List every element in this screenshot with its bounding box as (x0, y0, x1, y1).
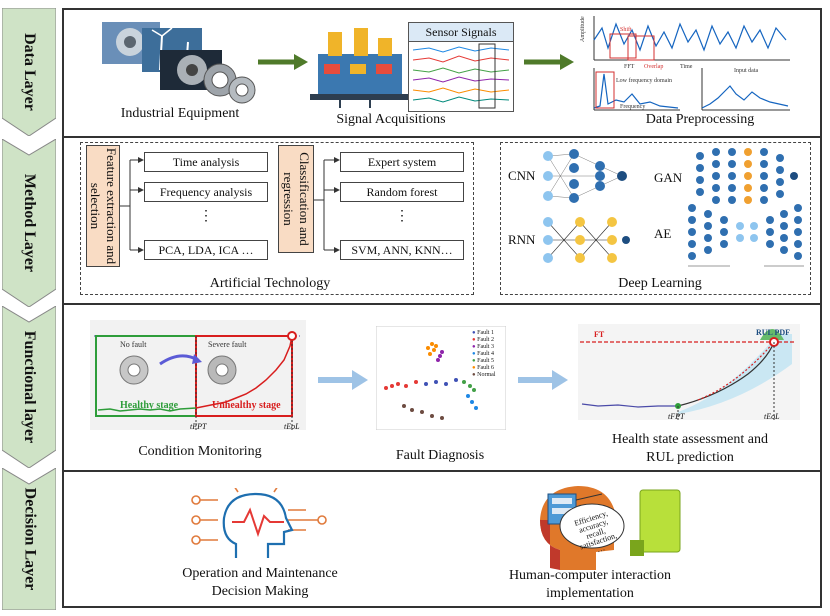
hci-caption-line1: Human-computer interaction (508, 568, 672, 583)
data-preprocessing-caption: Data Preprocessing (645, 112, 755, 127)
condition-monitoring-chart: No fault Severe fault Healthy stage Unhe… (90, 320, 306, 430)
cnn-network-diagram (543, 149, 627, 203)
sensor-signals-title: Sensor Signals (409, 23, 513, 42)
human-computer-interaction-image (540, 486, 681, 570)
separator (62, 136, 822, 138)
signal-acquisition-factory-icon (310, 28, 410, 108)
ae-label: AE (654, 226, 672, 241)
data-layer-chevron: Data Layer (2, 8, 56, 136)
rnn-network-diagram (543, 217, 630, 263)
fault-diagnosis-scatter (376, 326, 506, 430)
fault-5-label: Fault 5 (477, 358, 494, 364)
svm-ann-knn-box: SVM, ANN, KNN… (340, 240, 464, 260)
frequency-analysis-box: Frequency analysis (144, 182, 268, 202)
decision-head-icon (191, 488, 327, 558)
fft-label: FFT (624, 64, 635, 70)
normal-label: Normal (477, 372, 496, 378)
data-layer-label: Data Layer (21, 33, 39, 111)
fault-1-label: Fault 1 (477, 330, 494, 336)
shift-label: Shift (620, 26, 632, 33)
om-decision-caption-line1: Operation and Maintenance (182, 566, 338, 581)
separator (62, 303, 822, 305)
flow-arrow (318, 370, 368, 390)
severe-fault-label: Severe fault (208, 340, 247, 349)
rul-pdf-label: RUL PDF (756, 328, 790, 337)
deep-learning-group (500, 142, 811, 295)
t-fpt-label-rul: tFPT (668, 412, 685, 421)
om-decision-caption-line2: Decision Making (211, 584, 309, 599)
condition-monitoring-caption: Condition Monitoring (138, 444, 262, 459)
flow-arrow (518, 370, 568, 390)
fault-2-label: Fault 2 (477, 337, 494, 343)
classification-box: Classification and regression (278, 145, 314, 253)
no-fault-label: No fault (120, 340, 147, 349)
t-eol-label: tEoL (284, 422, 300, 431)
unhealthy-stage-label: Unhealthy stage (212, 400, 281, 411)
health-assessment-caption-line2: RUL prediction (646, 450, 734, 465)
health-assessment-caption-line1: Health state assessment and (612, 432, 768, 447)
industrial-equipment-image (102, 22, 256, 104)
overlap-label: Overlap (644, 64, 663, 70)
flow-arrow (524, 54, 574, 70)
frequency-label: Frequency (620, 104, 645, 110)
fault-3-label: Fault 3 (477, 344, 494, 350)
fault-diagnosis-caption: Fault Diagnosis (395, 448, 485, 463)
sensor-signals-panel: Sensor Signals (408, 22, 514, 112)
feature-bracket (120, 157, 144, 253)
ae-network-diagram (688, 204, 804, 267)
industrial-equipment-caption: Industrial Equipment (120, 106, 240, 121)
input-data-label: Input data (734, 68, 758, 74)
data-preprocessing-plots: Amplitude Time Shift Overlap FFT Low fre… (580, 16, 790, 111)
rnn-label: RNN (508, 232, 536, 247)
feature-extraction-box: Feature extraction and selection (86, 145, 120, 267)
method-layer-chevron: Method Layer (2, 139, 56, 307)
ellipsis: ⋮ (199, 209, 213, 224)
separator (62, 470, 822, 472)
low-frequency-label: Low frequency domain (616, 77, 672, 84)
fault-legend: ● Fault 1 ● Fault 2 ● Fault 3 ● Fault 4 … (472, 330, 496, 378)
amplitude-label: Amplitude (580, 16, 586, 42)
cnn-label: CNN (508, 168, 536, 183)
deep-learning-caption: Deep Learning (618, 276, 702, 291)
main-frame (62, 8, 822, 608)
fault-6-label: Fault 6 (477, 365, 494, 371)
hci-caption-line2: implementation (546, 586, 634, 601)
time-analysis-box: Time analysis (144, 152, 268, 172)
gan-network-diagram (696, 148, 798, 204)
fault-4-label: Fault 4 (477, 351, 494, 357)
time-label: Time (680, 64, 693, 70)
t-fpt-label: tFPT (190, 422, 207, 431)
ellipsis: ⋮ (395, 209, 409, 224)
healthy-stage-label: Healthy stage (120, 400, 179, 411)
classification-bracket (314, 157, 340, 253)
random-forest-box: Random forest (340, 182, 464, 202)
artificial-technology-caption: Artificial Technology (209, 276, 331, 291)
functional-layer-label: Functional layer (21, 330, 38, 444)
expert-system-box: Expert system (340, 152, 464, 172)
functional-layer-chevron: Functional layer (2, 306, 56, 468)
pca-lda-ica-box: PCA, LDA, ICA … (144, 240, 268, 260)
decision-layer-chevron: Decision Layer (2, 468, 56, 610)
sensor-signal-traces (412, 43, 510, 109)
t-eol-label-rul: tEoL (764, 412, 780, 421)
gan-label: GAN (654, 170, 683, 185)
ft-label: FT (594, 330, 605, 339)
signal-acquisitions-caption: Signal Acquisitions (336, 112, 446, 127)
rul-prediction-chart: FT RUL PDF (578, 324, 800, 420)
decision-layer-label: Decision Layer (21, 487, 38, 591)
artificial-technology-group (80, 142, 474, 295)
method-layer-label: Method Layer (21, 173, 39, 273)
flow-arrow (258, 54, 308, 70)
